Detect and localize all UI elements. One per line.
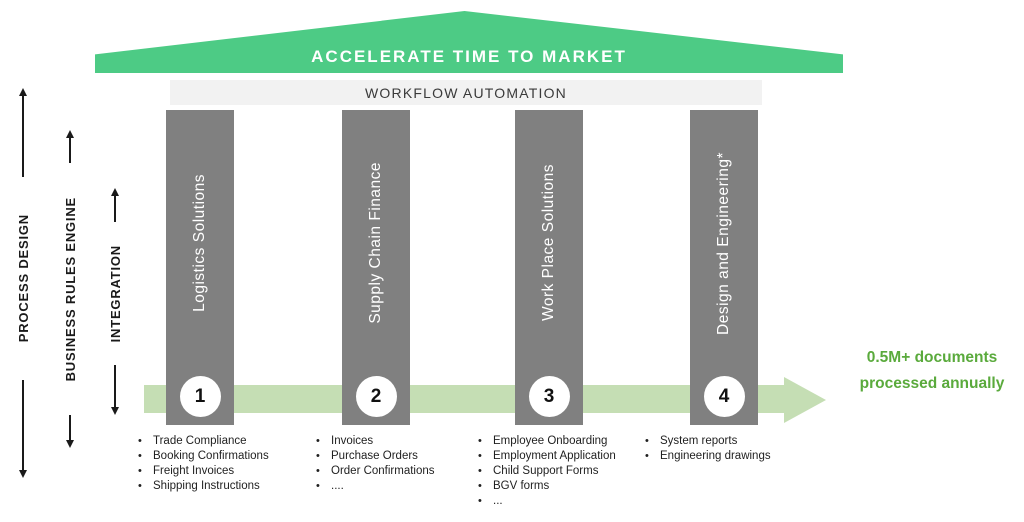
list-item: •.... xyxy=(316,480,344,492)
list-item: •... xyxy=(478,495,503,507)
list-item: •Employment Application xyxy=(478,450,616,462)
list-item: •Freight Invoices xyxy=(138,465,235,477)
list-item: •Shipping Instructions xyxy=(138,480,260,492)
pillar-title: Work Place Solutions xyxy=(540,164,557,322)
down-arrow-icon xyxy=(19,380,27,478)
list-item: •Invoices xyxy=(316,435,374,447)
axis-integration: INTEGRATION xyxy=(101,188,129,415)
down-arrow-icon xyxy=(66,415,74,448)
axis-business-rules-engine: BUSINESS RULES ENGINE xyxy=(56,130,84,448)
axis-label: INTEGRATION xyxy=(107,244,123,343)
workflow-automation-label: WORKFLOW AUTOMATION xyxy=(365,84,567,101)
step-number-badge: 2 xyxy=(355,376,397,417)
pillar-supply-chain-finance: Supply Chain Finance 2 xyxy=(342,110,410,425)
up-arrow-icon xyxy=(66,130,74,163)
list-item: •Order Confirmations xyxy=(316,465,435,477)
pillar-design-and-engineering: Design and Engineering* 4 xyxy=(690,110,758,425)
up-arrow-icon xyxy=(19,88,27,177)
roof-banner: ACCELERATE TIME TO MARKET xyxy=(95,11,843,73)
down-arrow-icon xyxy=(111,365,119,415)
flow-arrow xyxy=(144,377,826,423)
workflow-automation-bar: WORKFLOW AUTOMATION xyxy=(170,80,762,105)
list-item: •BGV forms xyxy=(478,480,550,492)
up-arrow-icon xyxy=(111,188,119,222)
callout-line-2: processed annually xyxy=(859,375,1005,392)
documents-processed-callout: 0.5M+ documents processed annually xyxy=(843,345,1021,397)
pillar-work-place-solutions: Work Place Solutions 3 xyxy=(515,110,583,425)
axis-label: BUSINESS RULES ENGINE xyxy=(62,196,78,382)
list-item: •Trade Compliance xyxy=(138,435,247,447)
pillar-title: Design and Engineering* xyxy=(715,151,732,335)
axis-process-design: PROCESS DESIGN xyxy=(9,88,37,478)
pillar-title: Logistics Solutions xyxy=(191,174,208,312)
step-number-badge: 4 xyxy=(703,376,745,417)
list-item: •Booking Confirmations xyxy=(138,450,269,462)
list-item: •Engineering drawings xyxy=(645,450,771,462)
document-list-supply-chain: •Invoices •Purchase Orders •Order Confirma… xyxy=(316,434,435,494)
axis-label: PROCESS DESIGN xyxy=(15,214,31,343)
list-item: •System reports xyxy=(645,435,738,447)
roof-title: ACCELERATE TIME TO MARKET xyxy=(311,47,627,66)
list-item: •Employee Onboarding xyxy=(478,435,608,447)
step-number-badge: 3 xyxy=(528,376,570,417)
document-list-work-place: •Employee Onboarding •Employment Applicat… xyxy=(478,434,616,509)
document-list-design-engineering: •System reports •Engineering drawings xyxy=(645,434,771,464)
list-item: •Child Support Forms xyxy=(478,465,599,477)
step-number-badge: 1 xyxy=(179,376,221,417)
document-list-logistics: •Trade Compliance •Booking Confirmations •… xyxy=(138,434,269,494)
list-item: •Purchase Orders xyxy=(316,450,418,462)
callout-line-1: 0.5M+ documents xyxy=(866,349,998,366)
pillar-title: Supply Chain Finance xyxy=(367,162,384,324)
pillar-logistics-solutions: Logistics Solutions 1 xyxy=(166,110,234,425)
